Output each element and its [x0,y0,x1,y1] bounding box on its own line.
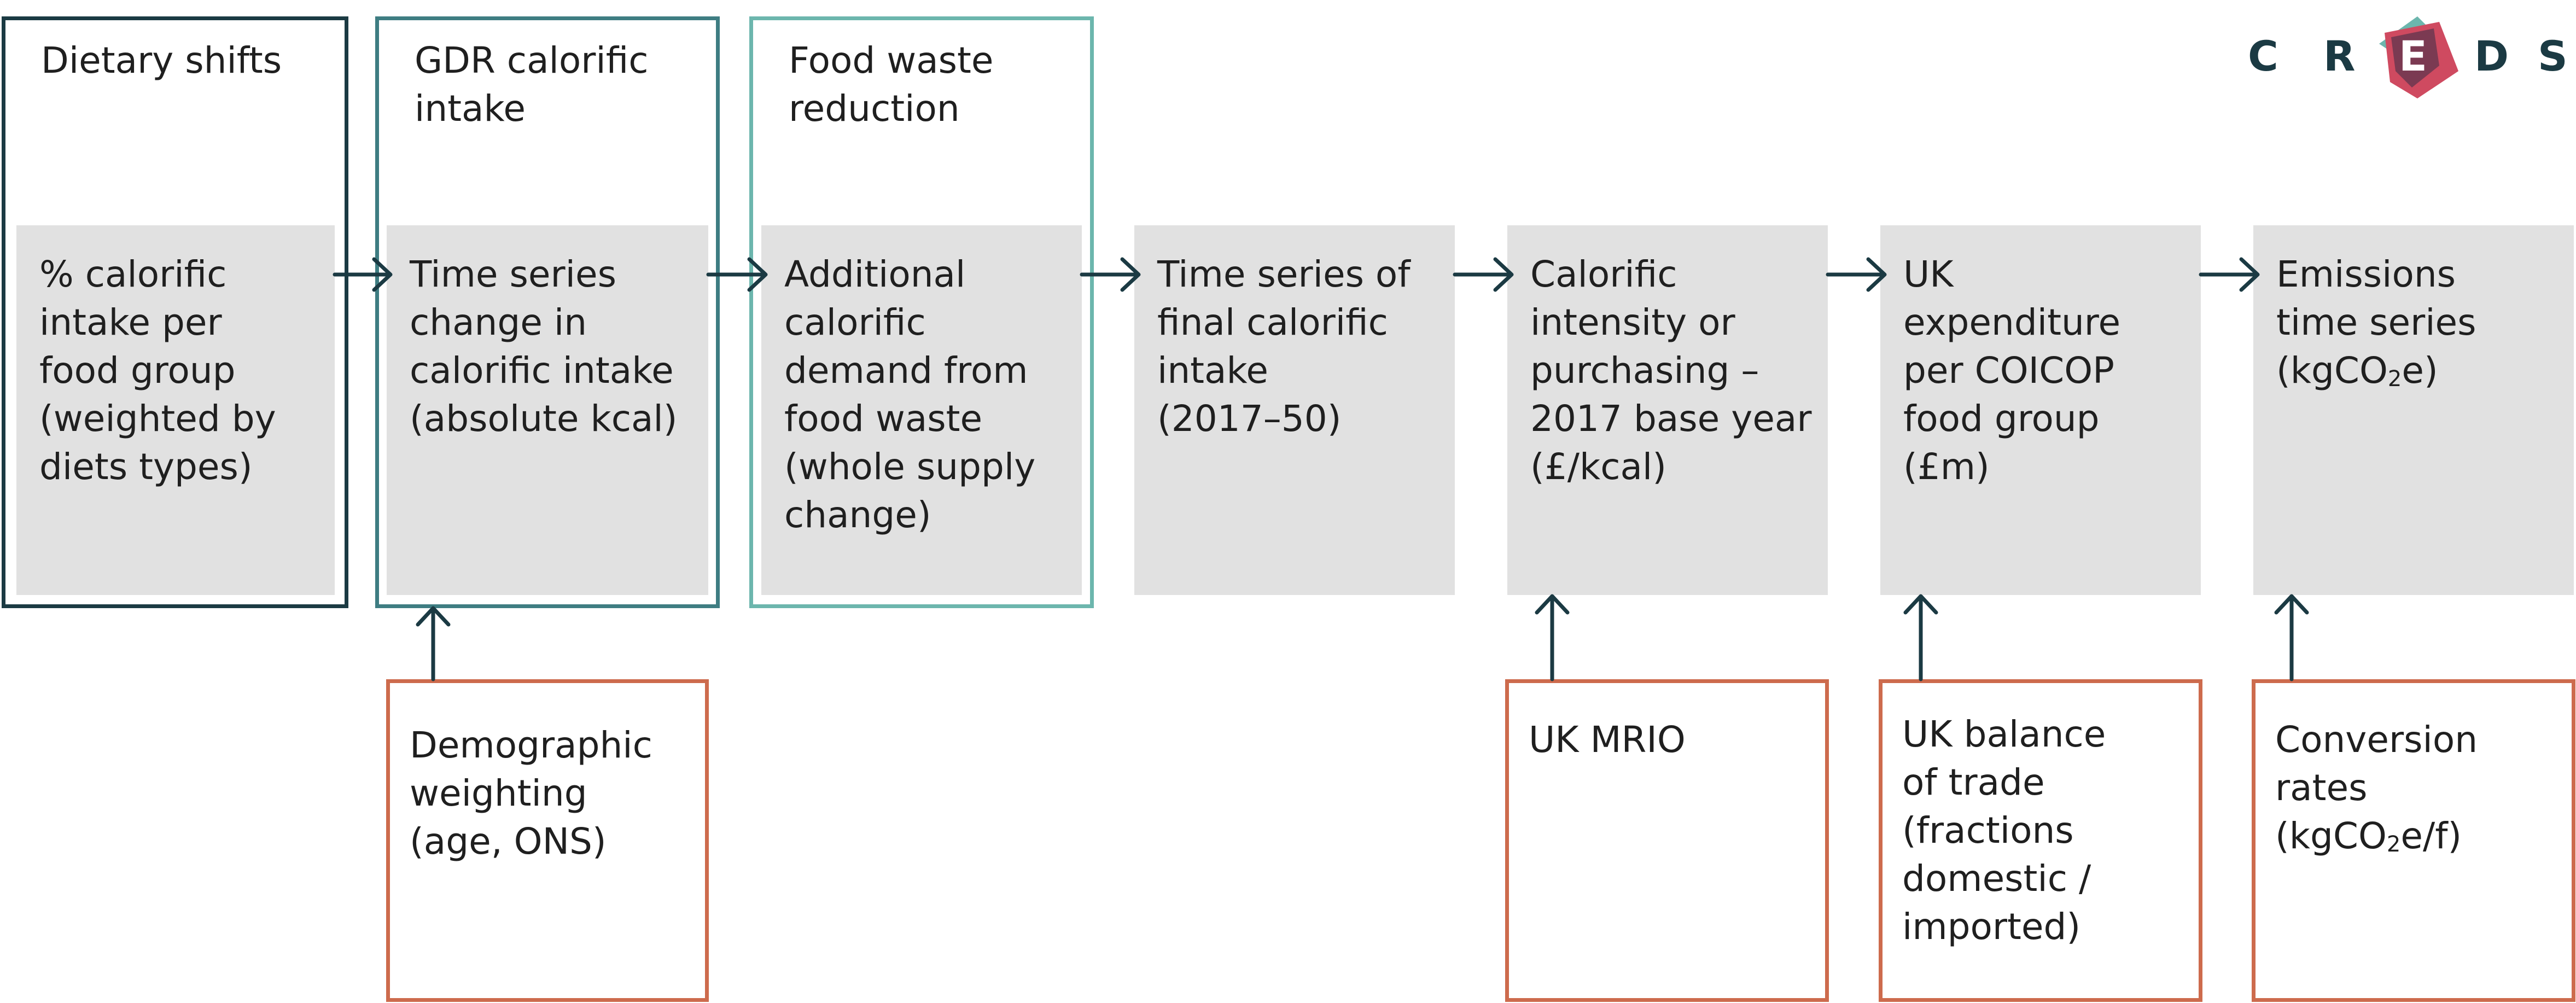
process-box-text: Calorific intensity or purchasing – 2017… [1530,253,1812,488]
process-box-text: % calorific intake per food group (weigh… [39,253,276,488]
arrow-right-6 [2199,257,2260,292]
arrow-right-4 [1453,257,1514,292]
input-box-uk-mrio: UK MRIO [1505,679,1829,1002]
logo-letter-d: D [2474,32,2509,80]
arrow-up-trade [1903,594,1938,681]
process-box-uk-expenditure: UK expenditure per COICOP food group (£m… [1880,225,2201,595]
process-box-text: Emissions time series (kgCO2e) [2276,253,2476,392]
frame-food-waste-reduction: Food waste reduction [749,16,1094,608]
arrow-right-5 [1826,257,1887,292]
frame-title: GDR calorific intake [415,39,649,130]
process-box-emissions-time-series: Emissions time series (kgCO2e) [2253,225,2574,595]
frame-dietary-shifts: Dietary shifts [2,16,348,608]
frame-title: Dietary shifts [41,39,282,81]
process-box-text: Time series of final calorific intake (2… [1157,253,1411,440]
process-box-calorific-intake-per-food-group: % calorific intake per food group (weigh… [16,225,335,595]
input-box-text: Conversion rates (kgCO2e/f) [2275,719,2478,857]
process-box-text: Time series change in calorific intake (… [410,253,678,440]
arrow-right-3 [1080,257,1141,292]
process-box-food-waste-demand: Additional calorific demand from food wa… [761,225,1082,595]
process-box-text: UK expenditure per COICOP food group (£m… [1903,253,2121,488]
input-box-demographic-weighting: Demographic weighting (age, ONS) [386,679,709,1002]
process-box-final-calorific-intake: Time series of final calorific intake (2… [1134,225,1455,595]
input-box-uk-balance-of-trade: UK balance of trade (fractions domestic … [1879,679,2202,1002]
logo-letter-e: E [2399,32,2427,80]
logo-letter-s: S [2538,32,2568,80]
arrow-up-demographic [416,606,451,681]
input-box-text: UK MRIO [1529,719,1686,761]
arrow-right-2 [706,257,768,292]
arrow-up-mrio [1535,594,1570,681]
creds-logo: C R E D S [2248,11,2571,104]
process-box-text: Additional calorific demand from food wa… [784,253,1036,536]
creds-logo-mark-icon [2379,16,2458,98]
logo-letter-r: R [2323,32,2356,80]
arrow-up-conversion [2274,594,2309,681]
process-box-calorific-intensity: Calorific intensity or purchasing – 2017… [1507,225,1828,595]
input-box-conversion-rates: Conversion rates (kgCO2e/f) [2252,679,2575,1002]
frame-title: Food waste reduction [789,39,994,130]
input-box-text: Demographic weighting (age, ONS) [410,724,652,862]
input-box-text: UK balance of trade (fractions domestic … [1902,713,2106,948]
arrow-right-1 [333,257,393,292]
frame-gdr-calorific-intake: GDR calorific intake [375,16,720,608]
logo-letter-c: C [2248,32,2278,80]
process-box-time-series-change: Time series change in calorific intake (… [387,225,708,595]
